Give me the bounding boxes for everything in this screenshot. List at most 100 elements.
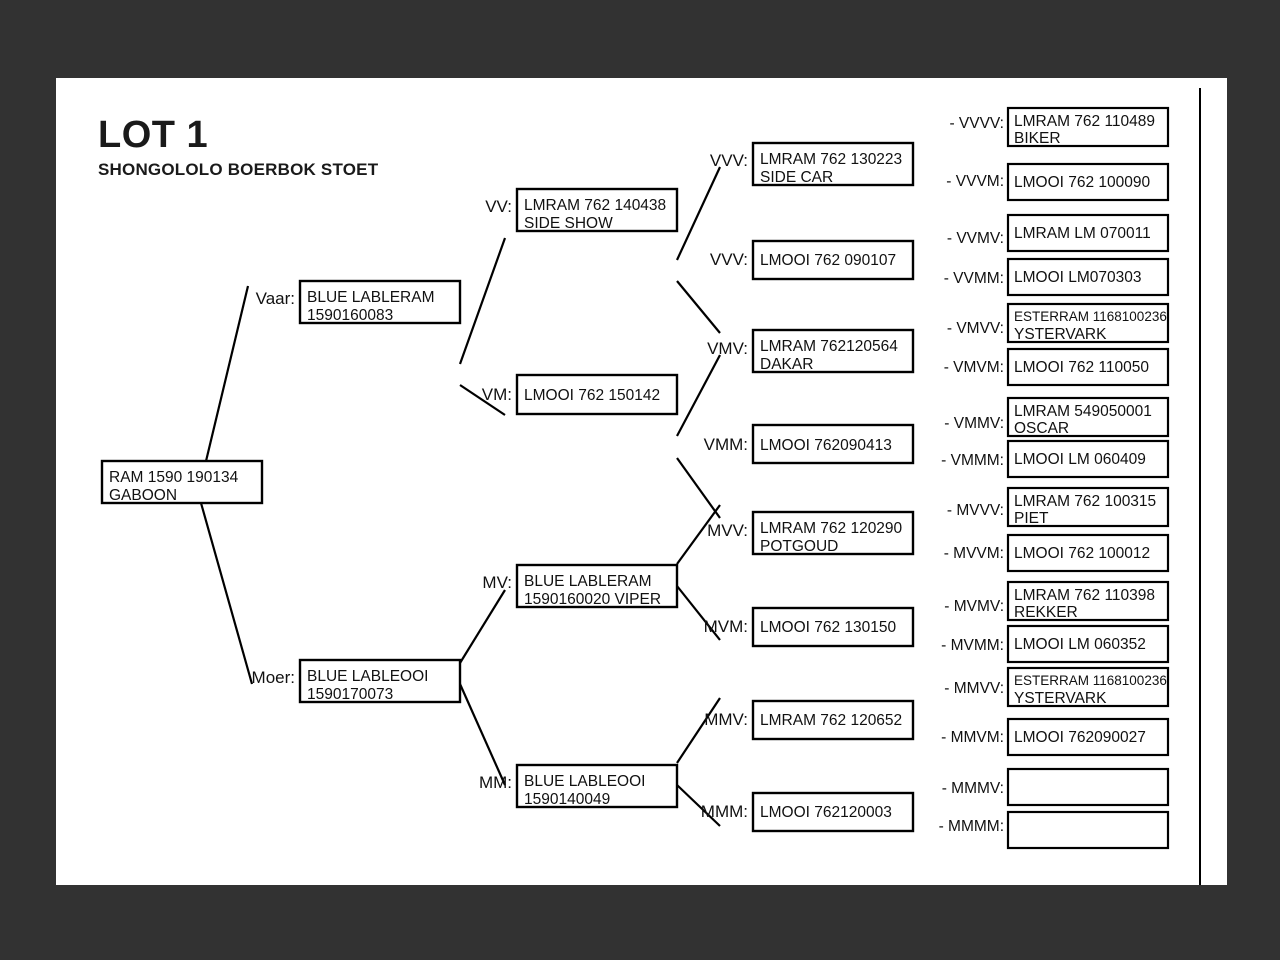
connector-vaar-vv bbox=[458, 237, 507, 365]
pedigree-chart: LOT 1 SHONGOLOLO BOERBOK STOET bbox=[98, 88, 1201, 885]
node-gen3-vmv[interactable]: VMV: LMRAM 762120564 DAKAR bbox=[707, 328, 915, 374]
node-gen4-vmmm[interactable]: - VMMM: LMOOI LM 060409 bbox=[941, 439, 1170, 479]
node-gen4-mvmv-box[interactable] bbox=[1006, 580, 1170, 622]
node-gen4-mvmm-box[interactable] bbox=[1006, 624, 1170, 664]
node-gen1-moer-box[interactable] bbox=[298, 658, 462, 704]
node-gen4-mmvm-box[interactable] bbox=[1006, 717, 1170, 757]
node-gen2-vv-line1: LMRAM 762 140438 bbox=[524, 197, 666, 214]
rel-label-mmvv: - MMVV: bbox=[944, 680, 1004, 697]
connector-vaar-vm bbox=[459, 384, 506, 416]
node-gen2-vv[interactable]: VV: LMRAM 762 140438 SIDE SHOW bbox=[485, 187, 679, 233]
node-gen4-mvmv[interactable]: - MVMV: LMRAM 762 110398 REKKER bbox=[944, 580, 1170, 622]
node-gen4-vmmv-box[interactable] bbox=[1006, 396, 1170, 438]
node-gen3-vvv-box[interactable] bbox=[751, 141, 915, 187]
node-gen3-vvv[interactable]: VVV: LMRAM 762 130223 SIDE CAR bbox=[710, 141, 915, 187]
rel-label-mm: MM: bbox=[479, 773, 512, 792]
node-gen4-vmvv-box[interactable] bbox=[1006, 302, 1170, 344]
node-gen4-mmmm-box[interactable] bbox=[1006, 810, 1170, 850]
node-gen2-mm[interactable]: MM: BLUE LABLEOOI 1590140049 bbox=[479, 763, 679, 809]
document-page: LOT 1 SHONGOLOLO BOERBOK STOET bbox=[56, 78, 1227, 885]
node-gen4-vvvv[interactable]: - VVVV: LMRAM 762 110489 BIKER bbox=[949, 106, 1170, 148]
node-gen4-vmvm[interactable]: - VMVM: LMOOI 762 110050 bbox=[944, 347, 1170, 387]
node-gen2-mv-box[interactable] bbox=[515, 563, 679, 609]
node-gen4-vmvm-box[interactable] bbox=[1006, 347, 1170, 387]
node-gen1-vaar[interactable]: Vaar: BLUE LABLERAM 1590160083 bbox=[256, 279, 462, 325]
node-gen4-vmmv-line2: OSCAR bbox=[1014, 420, 1069, 437]
node-gen1-moer-line1: BLUE LABLEOOI bbox=[307, 668, 428, 685]
rel-label-vvm: VVV: bbox=[710, 250, 748, 269]
node-gen4-mmmv-box[interactable] bbox=[1006, 767, 1170, 807]
connector-mm-mmm bbox=[676, 784, 721, 827]
node-gen2-vv-line2: SIDE SHOW bbox=[524, 215, 613, 232]
node-gen3-mvm-box[interactable] bbox=[751, 606, 915, 648]
node-gen4-mmvv-line1: ESTERRAM 1168100236 bbox=[1014, 673, 1167, 688]
node-gen2-vm[interactable]: VM: LMOOI 762 150142 bbox=[482, 373, 679, 416]
node-gen4-mmvv-box[interactable] bbox=[1006, 666, 1170, 708]
rel-label-mvm: MVM: bbox=[704, 617, 748, 636]
node-gen3-mmm-box[interactable] bbox=[751, 791, 915, 833]
node-gen4-mvmm[interactable]: - MVMM: LMOOI LM 060352 bbox=[941, 624, 1170, 664]
rel-label-vmvm: - VMVM: bbox=[944, 359, 1004, 376]
node-gen3-mvv-line2: POTGOUD bbox=[760, 538, 838, 555]
node-gen4-vvvm[interactable]: - VVVM: LMOOI 762 100090 bbox=[946, 162, 1170, 202]
node-gen2-mm-line1: BLUE LABLEOOI bbox=[524, 773, 645, 790]
connector-vm-vmv bbox=[676, 354, 721, 437]
node-gen1-vaar-line2: 1590160083 bbox=[307, 307, 393, 324]
node-gen2-mv-line1: BLUE LABLERAM bbox=[524, 573, 652, 590]
node-gen4-mmmm[interactable]: - MMMM: bbox=[939, 810, 1170, 850]
node-gen3-mmm[interactable]: MMM: LMOOI 762120003 bbox=[701, 791, 915, 833]
connector-root-moer bbox=[199, 502, 254, 685]
node-gen2-vv-box[interactable] bbox=[515, 187, 679, 233]
node-gen4-mvvm[interactable]: - MVVM: LMOOI 762 100012 bbox=[944, 533, 1170, 573]
node-gen3-vvm-box[interactable] bbox=[751, 239, 915, 281]
node-gen3-mvm[interactable]: MVM: LMOOI 762 130150 bbox=[704, 606, 915, 648]
node-gen4-mmvm[interactable]: - MMVM: LMOOI 762090027 bbox=[941, 717, 1170, 757]
node-gen3-vvv-line2: SIDE CAR bbox=[760, 169, 833, 186]
rel-label-vm: VM: bbox=[482, 385, 512, 404]
node-gen3-vmv-box[interactable] bbox=[751, 328, 915, 374]
node-gen4-vmvv-line1: ESTERRAM 1168100236 bbox=[1014, 309, 1167, 324]
node-gen3-vmv-line1: LMRAM 762120564 bbox=[760, 338, 898, 355]
node-gen4-vmvv-line2: YSTERVARK bbox=[1014, 326, 1107, 343]
node-gen4-mvvv-box[interactable] bbox=[1006, 486, 1170, 528]
node-gen3-mmv[interactable]: MMV: LMRAM 762 120652 bbox=[704, 699, 915, 741]
rel-label-mmv: MMV: bbox=[704, 710, 748, 729]
node-gen4-vmvv[interactable]: - VMVV: ESTERRAM 1168100236 YSTERVARK bbox=[947, 302, 1170, 344]
node-gen4-vvmm-box[interactable] bbox=[1006, 257, 1170, 297]
node-gen2-mv[interactable]: MV: BLUE LABLERAM 1590160020 VIPER bbox=[482, 563, 679, 609]
node-gen4-vvmv[interactable]: - VVMV: LMRAM LM 070011 bbox=[947, 213, 1170, 253]
node-gen4-vmmv[interactable]: - VMMV: LMRAM 549050001 OSCAR bbox=[944, 396, 1170, 438]
node-gen4-vmmm-line1: LMOOI LM 060409 bbox=[1014, 451, 1146, 468]
node-gen4-vvmv-box[interactable] bbox=[1006, 213, 1170, 253]
node-root[interactable]: RAM 1590 190134 GABOON bbox=[100, 459, 264, 505]
rel-label-vmm: VMM: bbox=[704, 435, 748, 454]
node-gen3-vvm[interactable]: VVV: LMOOI 762 090107 bbox=[710, 239, 915, 281]
page-title: LOT 1 bbox=[98, 114, 208, 156]
rel-label-mvvv: - MVVV: bbox=[947, 502, 1004, 519]
node-gen1-vaar-line1: BLUE LABLERAM bbox=[307, 289, 435, 306]
node-gen1-vaar-box[interactable] bbox=[298, 279, 462, 325]
connector-mm-mmv bbox=[676, 697, 721, 764]
node-gen3-vmm-box[interactable] bbox=[751, 423, 915, 465]
node-gen3-vmm[interactable]: VMM: LMOOI 762090413 bbox=[704, 423, 915, 465]
node-gen3-mvv[interactable]: MVV: LMRAM 762 120290 POTGOUD bbox=[707, 510, 915, 556]
connector-vv-vvv bbox=[676, 166, 721, 261]
node-gen3-mmv-box[interactable] bbox=[751, 699, 915, 741]
node-gen4-mmmv[interactable]: - MMMV: bbox=[942, 767, 1170, 807]
node-gen3-mvv-box[interactable] bbox=[751, 510, 915, 556]
node-gen2-vm-box[interactable] bbox=[515, 373, 679, 416]
node-gen4-vvvv-box[interactable] bbox=[1006, 106, 1170, 148]
node-gen4-mvmm-line1: LMOOI LM 060352 bbox=[1014, 636, 1146, 653]
node-gen4-mvvv[interactable]: - MVVV: LMRAM 762 100315 PIET bbox=[947, 486, 1170, 528]
node-gen1-moer[interactable]: Moer: BLUE LABLEOOI 1590170073 bbox=[252, 658, 462, 704]
node-gen4-vvvm-box[interactable] bbox=[1006, 162, 1170, 202]
node-gen4-mmvv[interactable]: - MMVV: ESTERRAM 1168100236 YSTERVARK bbox=[944, 666, 1170, 708]
node-gen3-mvm-line1: LMOOI 762 130150 bbox=[760, 619, 897, 636]
node-gen4-mvvm-box[interactable] bbox=[1006, 533, 1170, 573]
node-gen2-mm-box[interactable] bbox=[515, 763, 679, 809]
node-root-box[interactable] bbox=[100, 459, 264, 505]
node-gen4-vvmm[interactable]: - VVMM: LMOOI LM070303 bbox=[944, 257, 1170, 297]
connector-moer-mm bbox=[458, 683, 507, 786]
node-gen4-vmmm-box[interactable] bbox=[1006, 439, 1170, 479]
